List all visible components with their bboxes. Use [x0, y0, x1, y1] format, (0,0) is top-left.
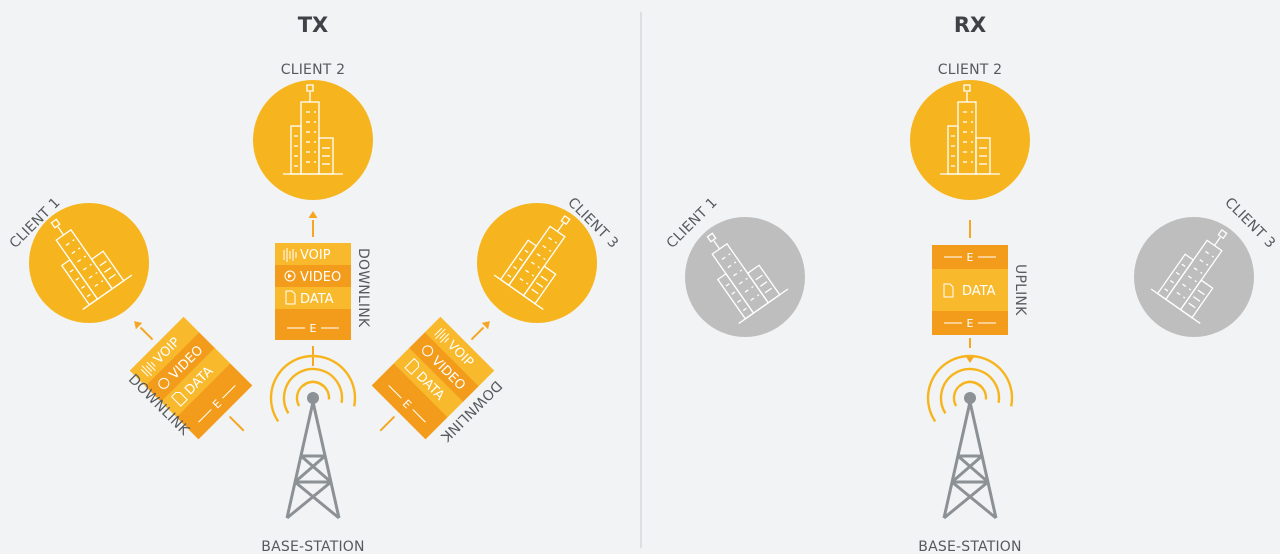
tower-icon — [910, 338, 1030, 520]
tx-panel: TX CLIENT 2 CLIENT 1 CLIENT 3 — [7, 13, 622, 554]
rx-client-3: CLIENT 3 — [1134, 195, 1278, 337]
rx-packet: E DATA E UPLINK — [932, 220, 1028, 363]
tx-packet-left: VOIP VIDEO DATA E DOWNLINK — [125, 316, 253, 440]
packet-e-top: E — [967, 251, 974, 264]
tx-packet-right: VOIP VIDEO DATA E DOWNLINK — [371, 316, 505, 445]
packet-e: E — [310, 322, 317, 335]
packet-voip: VOIP — [300, 248, 331, 263]
rx-client-1: CLIENT 1 — [664, 195, 805, 337]
tx-client-3: CLIENT 3 — [477, 195, 621, 323]
tx-client-2-label: CLIENT 2 — [281, 62, 346, 78]
tx-client-1: CLIENT 1 — [7, 195, 149, 323]
packet-video: VIDEO — [300, 270, 341, 285]
rx-base-station: BASE-STATION — [910, 338, 1030, 554]
tx-link-label-center: DOWNLINK — [355, 248, 371, 328]
rx-panel: RX CLIENT 2 CLIENT 1 CLIENT 3 — [664, 13, 1279, 554]
rx-client-2: CLIENT 2 — [910, 62, 1030, 200]
tower-icon — [253, 338, 373, 520]
packet-data: DATA — [962, 284, 996, 299]
tx-packet-center: VOIP VIDEO DATA E DOWNLINK — [275, 211, 371, 366]
rx-client-2-label: CLIENT 2 — [938, 62, 1003, 78]
rx-base-station-label: BASE-STATION — [918, 539, 1021, 554]
tx-client-2: CLIENT 2 — [253, 62, 373, 200]
packet-data: DATA — [300, 292, 334, 307]
rx-link-label: UPLINK — [1012, 264, 1028, 316]
tx-base-station-label: BASE-STATION — [261, 539, 364, 554]
packet-e-bottom: E — [967, 317, 974, 330]
tx-base-station: BASE-STATION — [253, 338, 373, 554]
rx-title: RX — [954, 13, 986, 37]
tx-title: TX — [298, 13, 329, 37]
